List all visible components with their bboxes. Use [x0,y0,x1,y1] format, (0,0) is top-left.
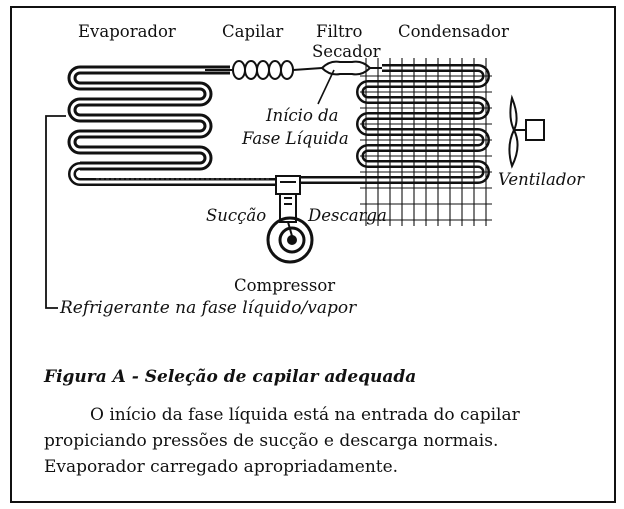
condenser-coil [300,58,492,226]
fan [508,94,545,169]
label-inicio-da: Início da [266,106,339,125]
figure-caption-text: O início da fase líquida está na entrada… [44,405,520,477]
refrigerant-pointer-line [45,115,66,309]
label-ventilador: Ventilador [498,170,585,189]
evaporator-coil [67,65,230,171]
label-refrigerante: Refrigerante na fase líquido/vapor [60,298,357,318]
label-descarga: Descarga [308,206,387,225]
label-compressor: Compressor [234,276,336,295]
figure-caption-body: O início da fase líquida está na entrada… [44,402,596,480]
label-condensador: Condensador [398,22,509,41]
suction-line [68,162,278,186]
label-evaporador: Evaporador [78,22,176,41]
label-succao: Sucção [206,206,267,225]
label-capilar: Capilar [222,22,284,41]
compressor [266,175,314,264]
figure-frame [10,6,616,503]
filter-dryer [320,60,382,76]
label-fase-liquida: Fase Líquida [242,129,349,148]
figure-caption-title: Figura A - Seleção de capilar adequada [44,367,417,387]
liquid-phase-leader [317,69,335,105]
capillary-tube [205,60,323,80]
label-filtro: Filtro [316,22,363,41]
label-secador: Secador [312,42,381,61]
